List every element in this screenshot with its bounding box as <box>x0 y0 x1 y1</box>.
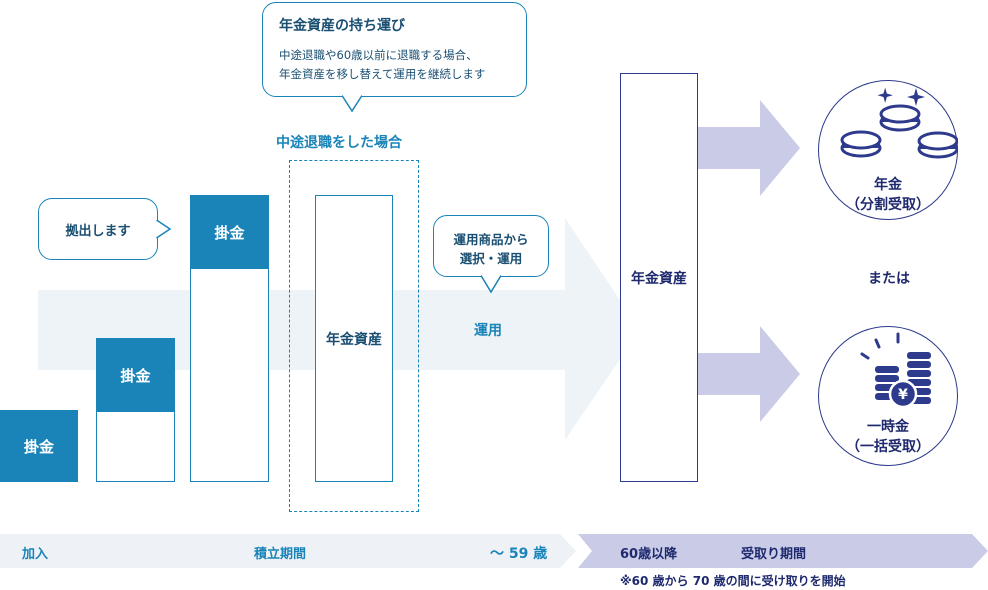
portability-line2: 年金資産を移し替えて運用を継続します <box>279 67 486 81</box>
portability-line1: 中途退職や60歳以前に退職する場合、 <box>279 48 478 62</box>
products-line1: 運用商品から <box>453 232 529 247</box>
annuity-label-1: 年金 <box>874 177 902 193</box>
kakekin-block-1: 掛金 <box>0 410 78 482</box>
portability-bubble: 年金資産の持ち運び 中途退職や60歳以前に退職する場合、 年金資産を移し替えて運… <box>262 2 527 97</box>
portability-bubble-tail <box>342 95 362 113</box>
kakekin-block-3: 掛金 <box>190 195 269 269</box>
operation-label: 運用 <box>474 323 502 339</box>
midcareer-dashed-frame <box>289 160 419 512</box>
products-line2: 選択・運用 <box>459 251 523 266</box>
timeline-receiving: 受取り期間 <box>741 547 807 562</box>
timeline-note: ※60 歳から 70 歳の間に受け取りを開始 <box>620 574 846 588</box>
contribute-text: 拠出します <box>65 224 131 239</box>
timeline-accumulation: 積立期間 <box>254 547 307 562</box>
products-bubble: 運用商品から 選択・運用 <box>433 215 549 277</box>
timeline-until59: 〜 59 歳 <box>490 546 548 562</box>
contribute-bubble-tail <box>156 220 172 239</box>
timeline-join: 加入 <box>22 547 49 562</box>
yen-symbol: ¥ <box>898 387 908 403</box>
kakekin-block-2: 掛金 <box>96 338 175 412</box>
annuity-label-2: （分割受取） <box>846 197 930 213</box>
lumpsum-label-1: 一時金 <box>867 419 909 435</box>
lumpsum-label-2: （一括受取） <box>846 439 930 455</box>
asset-label-retirement: 年金資産 <box>631 270 687 287</box>
timeline-from60: 60歳以降 <box>620 547 678 562</box>
or-label: または <box>868 271 910 287</box>
contribute-bubble: 拠出します <box>38 198 158 260</box>
asset-label-midcareer: 年金資産 <box>326 331 382 348</box>
stacked-coins-icon <box>840 87 958 159</box>
portability-title: 年金資産の持ち運び <box>279 18 405 34</box>
sparkle-icon <box>877 87 925 106</box>
asset-box-midcareer: 年金資産 <box>315 195 393 482</box>
asset-box-retirement: 年金資産 <box>620 73 698 482</box>
yen-coin-stack-icon: ¥ <box>860 332 931 409</box>
midcareer-label: 中途退職をした場合 <box>276 135 402 151</box>
products-bubble-tail <box>481 275 501 294</box>
